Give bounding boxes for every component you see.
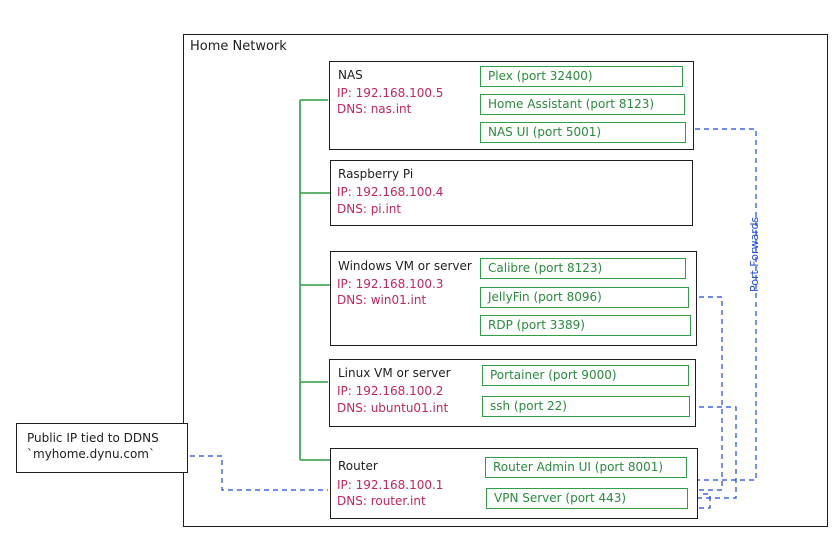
router-dns: DNS: router.int <box>337 494 426 508</box>
public-ip-box <box>16 423 188 473</box>
port-forwards-label: Port Forwards <box>748 216 761 292</box>
linux-dns: DNS: ubuntu01.int <box>337 401 449 415</box>
windows-name: Windows VM or server <box>338 259 472 273</box>
raspberry-pi-box <box>330 160 693 226</box>
router-ip: IP: 192.168.100.1 <box>337 478 444 492</box>
nas-name: NAS <box>338 68 363 82</box>
pi-ip: IP: 192.168.100.4 <box>337 185 444 199</box>
service-portainer: Portainer (port 9000) <box>482 365 689 386</box>
service-vpn-server: VPN Server (port 443) <box>486 488 688 509</box>
pi-name: Raspberry Pi <box>338 167 414 181</box>
pi-dns: DNS: pi.int <box>337 202 402 216</box>
windows-dns: DNS: win01.int <box>337 293 427 307</box>
home-network-title: Home Network <box>190 39 287 54</box>
service-router-admin-ui: Router Admin UI (port 8001) <box>485 457 687 478</box>
service-ssh: ssh (port 22) <box>482 396 690 417</box>
nas-ip: IP: 192.168.100.5 <box>337 86 444 100</box>
router-name: Router <box>338 459 378 473</box>
windows-ip: IP: 192.168.100.3 <box>337 277 444 291</box>
service-plex: Plex (port 32400) <box>480 66 683 87</box>
service-nas-ui: NAS UI (port 5001) <box>480 122 686 143</box>
linux-ip: IP: 192.168.100.2 <box>337 384 444 398</box>
service-jellyfin: JellyFin (port 8096) <box>480 287 689 308</box>
service-calibre: Calibre (port 8123) <box>480 258 686 279</box>
port-forward-lines <box>190 128 757 509</box>
linux-name: Linux VM or server <box>338 366 451 380</box>
service-home-assistant: Home Assistant (port 8123) <box>480 94 685 115</box>
network-bus <box>299 99 330 461</box>
public-ip-label: Public IP tied to DDNS <box>27 431 159 445</box>
nas-dns: DNS: nas.int <box>337 102 412 116</box>
ddns-hostname: `myhome.dynu.com` <box>27 447 155 461</box>
service-rdp: RDP (port 3389) <box>480 315 691 336</box>
